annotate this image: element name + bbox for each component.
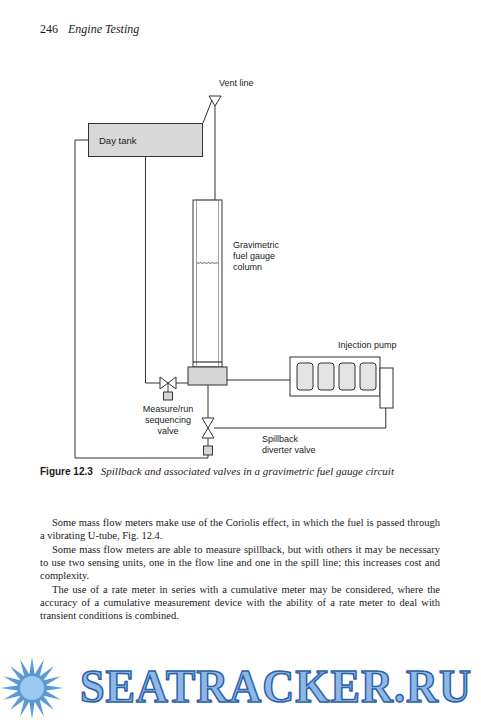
watermark-sun-disc [20, 676, 44, 700]
vent-symbol [209, 96, 221, 106]
vent-label: Vent line [219, 78, 254, 88]
node-label: Gravimetric fuel gauge column [233, 240, 285, 273]
sequencing-valve-shape [160, 377, 176, 389]
pump-element [339, 363, 355, 390]
fuel-line [146, 157, 161, 383]
diverter-valve: Spillback diverter valve [202, 418, 214, 438]
fuel-line [214, 408, 386, 428]
pump-element [318, 363, 334, 390]
column-inner-wall [197, 200, 219, 367]
diverter-valve-shape [202, 418, 214, 438]
column-mark [193, 361, 222, 362]
sequencing-valve: Measure/run sequencing valve [160, 377, 176, 389]
running-head: Engine Testing [68, 22, 139, 37]
watermark: SEATRACKER.RU [80, 662, 472, 712]
body-paragraph: Some mass flow meters are able to measur… [40, 543, 440, 582]
fuel-line [227, 380, 290, 381]
vent-pipe [215, 106, 216, 200]
gauge-column: Gravimetric fuel gauge column [188, 200, 227, 385]
valve-stem [168, 383, 169, 392]
body-paragraph: Some mass flow meters make use of the Co… [40, 516, 440, 542]
vent-pipe [203, 100, 212, 123]
body-paragraph: The use of a rate meter in series with a… [40, 583, 440, 622]
page-number: 246 [40, 22, 58, 37]
valve-actuator [204, 446, 213, 455]
fuel-line [176, 383, 188, 384]
fuel-line [208, 385, 209, 418]
watermark-sun [1, 657, 63, 719]
node-label: Measure/run sequencing valve [136, 404, 200, 437]
pump-element [360, 363, 376, 390]
node-title: Day tank [99, 135, 137, 146]
pump-governor [380, 368, 393, 408]
pump-body [290, 357, 380, 396]
fuel-level [197, 262, 219, 264]
day-tank: Day tank [88, 123, 203, 157]
fuel-line [75, 140, 208, 458]
injection-pump: Injection pump [290, 357, 393, 408]
figure-number: Figure 12.3 [40, 466, 93, 477]
valve-body [202, 418, 214, 438]
gauge-column-shape [188, 200, 227, 385]
column-base [188, 367, 227, 385]
valve-actuator [164, 392, 173, 400]
node-label: Injection pump [338, 340, 397, 351]
figure-caption: Spillback and associated valves in a gra… [101, 465, 394, 477]
watermark-sun-rays [1, 657, 63, 719]
node-label: Spillback diverter valve [262, 434, 330, 456]
valve-body [160, 377, 176, 389]
column-tube [193, 200, 222, 367]
injection-pump-shape [290, 357, 393, 408]
pump-element [297, 363, 313, 390]
